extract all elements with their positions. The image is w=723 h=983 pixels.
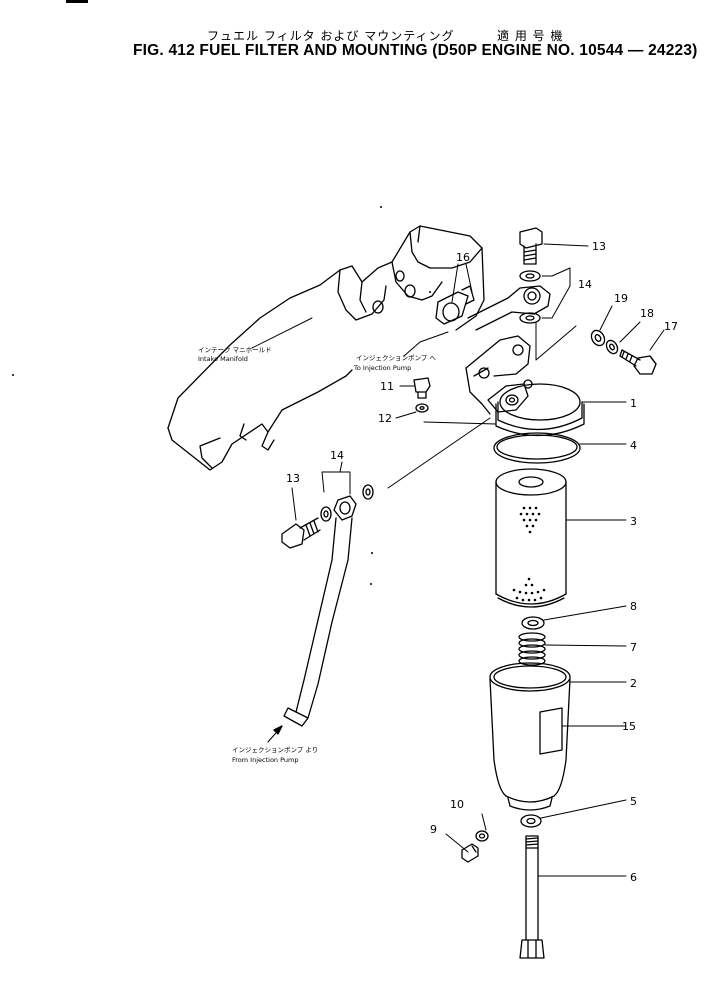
serial-label-japanese: 適 用 号 機 — [497, 29, 564, 43]
copper-washer-top — [519, 270, 541, 324]
washer-19 — [590, 329, 606, 347]
callout-9: 9 — [430, 823, 437, 836]
callout-3: 3 — [630, 515, 637, 528]
callout-13-top: 13 — [592, 240, 606, 253]
filter-case — [489, 662, 571, 811]
callout-8: 8 — [630, 600, 637, 613]
captions: インテーク マニホールド Intake Manifold インジェクションポンプ… — [198, 346, 436, 764]
washer-18 — [605, 339, 619, 355]
callout-2: 2 — [630, 677, 637, 690]
mounting-bolt — [619, 349, 657, 375]
intake-manifold — [167, 225, 485, 471]
hollow-bolt-lower — [281, 517, 321, 549]
callout-18: 18 — [640, 307, 654, 320]
leader-lines — [251, 243, 665, 877]
callout-19: 19 — [614, 292, 628, 305]
copper-washer-lower — [320, 484, 374, 522]
figure-title: FIG. 412 FUEL FILTER AND MOUNTING (D50P … — [133, 42, 698, 59]
element-perforation — [512, 506, 546, 602]
plug-washer — [415, 403, 429, 413]
arrow-from-pump — [267, 725, 283, 743]
intake-caption-en: Intake Manifold — [198, 355, 248, 363]
intake-caption-jp: インテーク マニホールド — [198, 346, 272, 354]
drain-plug — [461, 843, 479, 863]
plug — [413, 377, 431, 399]
callout-6: 6 — [630, 871, 637, 884]
seal-washer-5 — [520, 814, 542, 828]
scan-dots — [12, 206, 431, 585]
filter-head — [465, 335, 585, 437]
callout-numbers: 13 14 16 19 18 17 11 12 1 4 14 13 3 8 7 … — [286, 240, 678, 884]
top-edge-mark — [66, 0, 88, 3]
hollow-bolt-top — [519, 227, 543, 265]
case-label-plate — [539, 707, 563, 755]
callout-17: 17 — [664, 320, 678, 333]
callout-13-lower: 13 — [286, 472, 300, 485]
callout-14-top: 14 — [578, 278, 592, 291]
callout-15: 15 — [622, 720, 636, 733]
to-pump-caption-en: To Injection Pump — [353, 364, 411, 372]
seal-washer-8 — [521, 616, 545, 630]
callout-5: 5 — [630, 795, 637, 808]
banjo-fitting-lower — [283, 495, 357, 727]
filter-element — [495, 468, 567, 608]
o-ring — [493, 432, 581, 464]
callout-1: 1 — [630, 397, 637, 410]
callout-16: 16 — [456, 251, 470, 264]
callout-11: 11 — [380, 380, 394, 393]
spacer-sleeve — [435, 285, 475, 325]
spring — [518, 632, 546, 666]
to-pump-caption-jp: インジェクションポンプ へ — [356, 354, 436, 362]
center-bolt — [519, 835, 545, 959]
callout-7: 7 — [630, 641, 637, 654]
callout-12: 12 — [378, 412, 392, 425]
callout-14-lower: 14 — [330, 449, 344, 462]
title-japanese: フュエル フィルタ および マウンティング — [207, 29, 455, 43]
from-pump-caption-en: From Injection Pump — [232, 756, 299, 764]
callout-10: 10 — [450, 798, 464, 811]
from-pump-caption-jp: インジェクションポンプ より — [232, 746, 318, 754]
drain-washer — [475, 830, 489, 842]
callout-4: 4 — [630, 439, 637, 452]
